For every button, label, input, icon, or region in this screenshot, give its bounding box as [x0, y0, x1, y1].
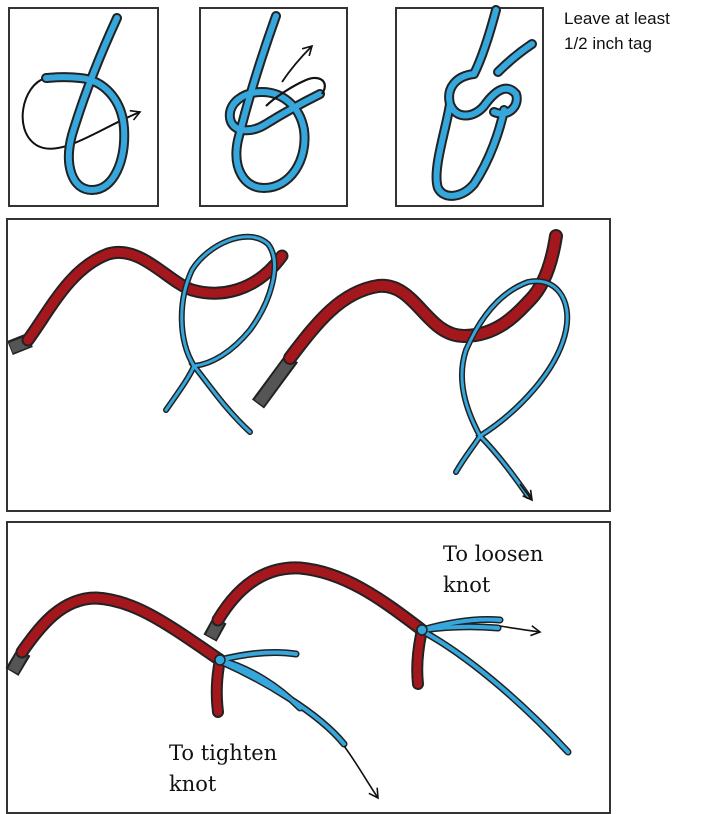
tippet-tip [259, 359, 291, 403]
direction-arrow [344, 746, 378, 798]
knot-marker [417, 625, 427, 635]
red-leader [217, 660, 220, 712]
tighten-knot-label: To tighten knot [169, 738, 329, 800]
blue-line [220, 652, 344, 744]
red-leader [417, 630, 422, 684]
step-1-diagram [23, 18, 140, 190]
step-2-diagram [230, 16, 325, 188]
red-leader-outline [290, 236, 556, 358]
loosen-knot-label: To loosen knot [443, 539, 603, 601]
tag-path-line [282, 46, 312, 82]
red-leader-outline [22, 598, 220, 660]
leader-through-loop-diagram [10, 237, 282, 432]
red-leader-outline [218, 568, 422, 630]
step-3-diagram [437, 10, 532, 196]
direction-arrow [500, 626, 540, 632]
red-leader [290, 236, 556, 358]
blue-line-outline [422, 619, 568, 752]
knot-marker [215, 655, 225, 665]
leader-tucked-diagram [258, 236, 567, 500]
tag-length-note: Leave at least 1/2 inch tag [564, 6, 710, 56]
